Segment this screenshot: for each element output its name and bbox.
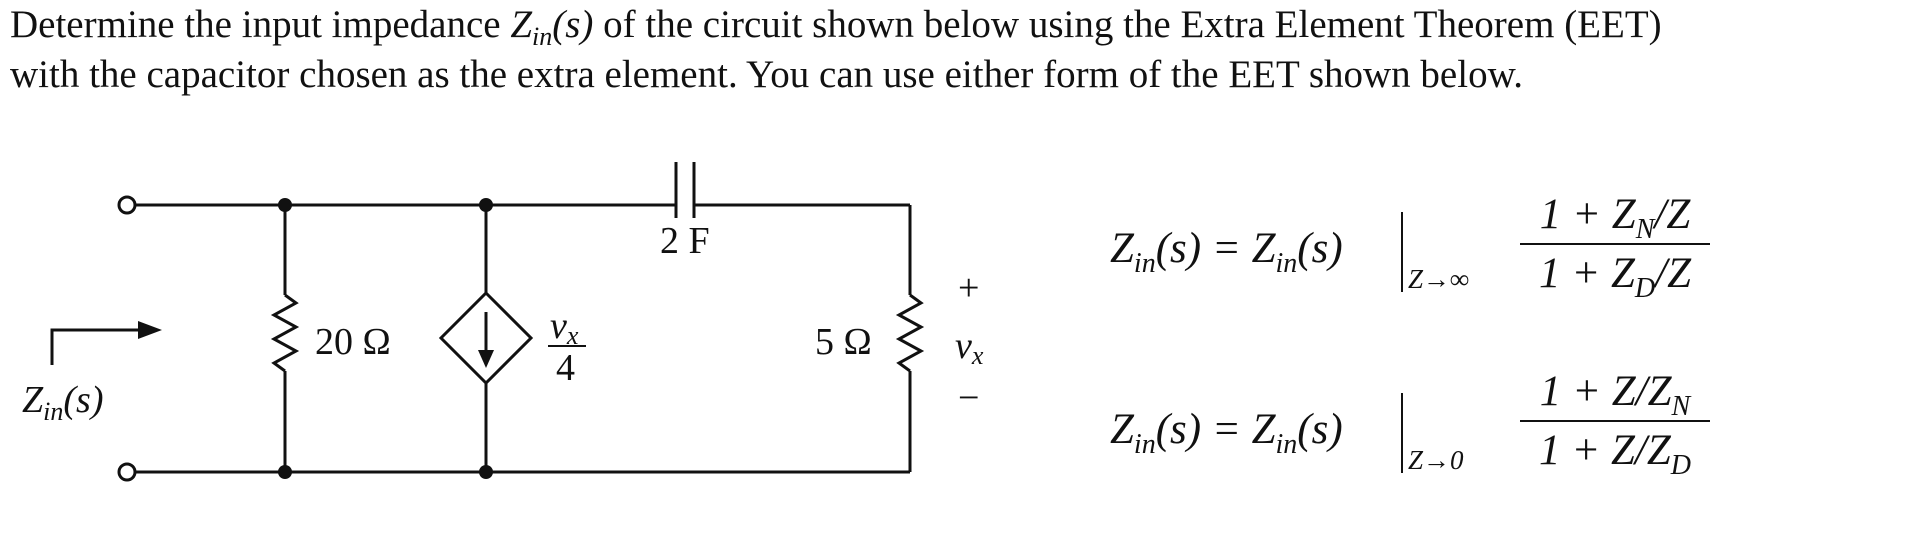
- equation-limit: Z→0: [1408, 445, 1464, 475]
- junction-node: [278, 465, 292, 479]
- fraction-rule: [1520, 243, 1710, 245]
- terminal-top: [117, 195, 137, 215]
- source-numerator: vx: [550, 305, 579, 350]
- junction-node: [479, 465, 493, 479]
- fraction-denominator: 1 + Z/ZD: [1538, 427, 1692, 481]
- problem-statement: Determine the input impedance Zin(s) of …: [10, 0, 1925, 100]
- zin-arrow-line: [50, 328, 140, 365]
- zin-argument: (s): [552, 3, 594, 46]
- eet-equation-1: Zin(s) = Zin(s) Z→∞ 1 + ZN/Z 1 + ZD/Z: [1110, 190, 1710, 310]
- vx-label: vx: [955, 325, 984, 370]
- zin-symbol: Z: [510, 3, 533, 46]
- evaluation-bar: [1401, 212, 1403, 292]
- circuit-diagram: 2 F 20 Ω 5 Ω vx 4 + vx − Zin(s): [22, 162, 984, 482]
- capacitor-label: 2 F: [660, 220, 710, 262]
- eet-equation-2: Zin(s) = Zin(s) Z→0 1 + Z/ZN 1 + Z/ZD: [1110, 368, 1710, 495]
- zin-arrow-head: [138, 321, 162, 339]
- problem-line-2: with the capacitor chosen as the extra e…: [10, 53, 1523, 96]
- fraction-rule: [1520, 420, 1710, 422]
- fraction-denominator: 1 + ZD/Z: [1538, 250, 1692, 304]
- problem-text: of the circuit shown below using the Ext…: [593, 3, 1662, 46]
- zin-subscript: in: [532, 22, 553, 51]
- junction-node: [479, 198, 493, 212]
- resistor-5-ohm: [895, 293, 925, 373]
- equation-lhs: Zin(s) = Zin(s): [1110, 406, 1343, 460]
- equation-limit: Z→∞: [1408, 264, 1470, 294]
- source-arrow-head: [478, 350, 494, 368]
- equation-fraction: 1 + Z/ZN 1 + Z/ZD: [1520, 367, 1710, 481]
- resistor-5-label: 5 Ω: [815, 321, 872, 363]
- problem-text: Determine the input impedance: [10, 3, 511, 46]
- fraction-numerator: 1 + ZN/Z: [1539, 191, 1691, 245]
- source-denominator: 4: [556, 347, 575, 389]
- fraction-numerator: 1 + Z/ZN: [1539, 368, 1691, 422]
- vx-plus: +: [958, 267, 979, 309]
- zin-label: Zin(s): [22, 379, 103, 426]
- terminal-bottom: [117, 462, 137, 482]
- equation-lhs: Zin(s) = Zin(s): [1110, 225, 1343, 279]
- equation-fraction: 1 + ZN/Z 1 + ZD/Z: [1520, 190, 1710, 304]
- junction-node: [278, 198, 292, 212]
- resistor-20-label: 20 Ω: [315, 321, 391, 363]
- evaluation-bar: [1401, 393, 1403, 473]
- vx-minus: −: [958, 377, 979, 419]
- problem-line-1: Determine the input impedance Zin(s) of …: [10, 0, 1925, 50]
- resistor-20-ohm: [270, 293, 300, 373]
